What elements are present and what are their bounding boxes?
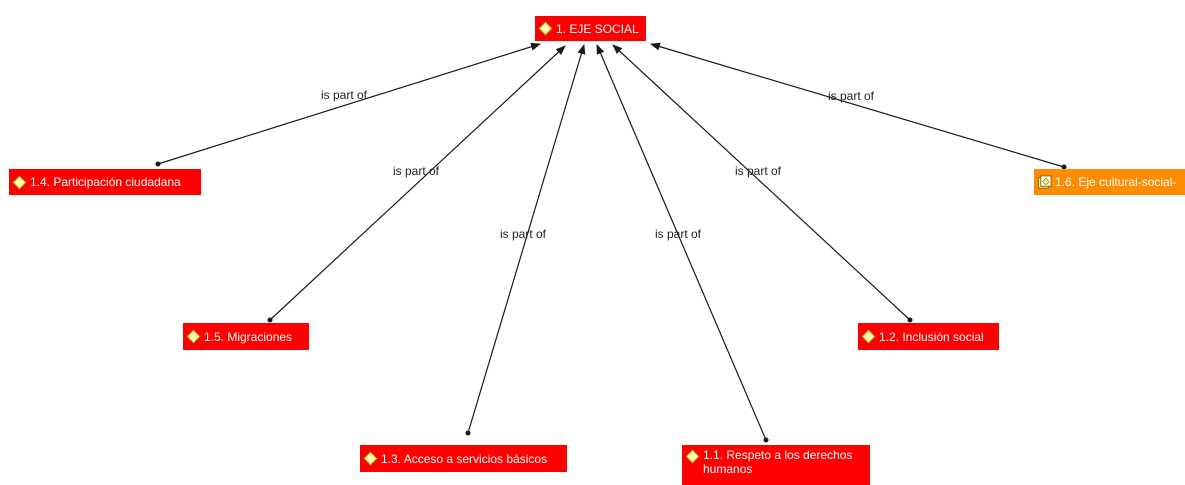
node-label: 1.3. Acceso a servicios básicos <box>381 451 548 466</box>
edge-1-2-to-root <box>612 44 911 321</box>
edge-label-1-5: is part of <box>393 164 440 178</box>
code-icon <box>12 174 27 190</box>
node-acceso-servicios-basicos[interactable]: 1.3. Acceso a servicios básicos <box>360 445 567 472</box>
node-label: 1. EJE SOCIAL <box>556 21 639 36</box>
node-respeto-derechos-humanos[interactable]: 1.1. Respeto a los derechos humanos <box>682 445 870 485</box>
edge-1-5-endpoint <box>267 317 273 323</box>
edge-1-2-endpoint <box>907 317 913 323</box>
edge-1-5-to-root <box>269 45 566 321</box>
code-icon <box>186 329 201 344</box>
node-label: 1.5. Migraciones <box>204 329 293 344</box>
node-migraciones[interactable]: 1.5. Migraciones <box>183 323 309 350</box>
node-label: 1.4. Participación ciudadana <box>30 175 181 189</box>
node-label: 1.1. Respeto a los derechos humanos <box>703 448 853 476</box>
node-label: 1.6. Eje cultural-social- <box>1055 175 1177 189</box>
edge-label-1-6: is part of <box>828 89 875 103</box>
code-icon <box>685 449 700 464</box>
node-eje-social[interactable]: 1. EJE SOCIAL <box>535 16 646 41</box>
edge-1-6-endpoint <box>1061 164 1067 170</box>
code-group-icon <box>1037 174 1052 189</box>
code-icon <box>538 21 553 36</box>
edge-1-4-endpoint <box>155 161 161 167</box>
edge-1-3-endpoint <box>465 430 471 436</box>
edge-1-4-to-root <box>157 42 541 165</box>
node-inclusion-social[interactable]: 1.2. Inclusión social <box>858 323 999 350</box>
edge-1-1-to-root <box>596 44 767 441</box>
edge-1-6-to-root <box>650 42 1065 168</box>
edge-label-1-2: is part of <box>735 164 782 178</box>
node-label: 1.2. Inclusión social <box>879 329 984 344</box>
node-eje-cultural-social[interactable]: 1.6. Eje cultural-social- <box>1034 169 1185 195</box>
edge-label-1-1: is part of <box>655 227 702 241</box>
edge-label-1-4: is part of <box>321 88 368 102</box>
code-icon <box>363 451 378 466</box>
edge-1-3-to-root <box>467 44 586 434</box>
code-icon <box>861 329 876 344</box>
node-participacion-ciudadana[interactable]: 1.4. Participación ciudadana <box>9 169 201 195</box>
edge-label-1-3: is part of <box>500 227 547 241</box>
edge-1-1-endpoint <box>763 437 769 443</box>
